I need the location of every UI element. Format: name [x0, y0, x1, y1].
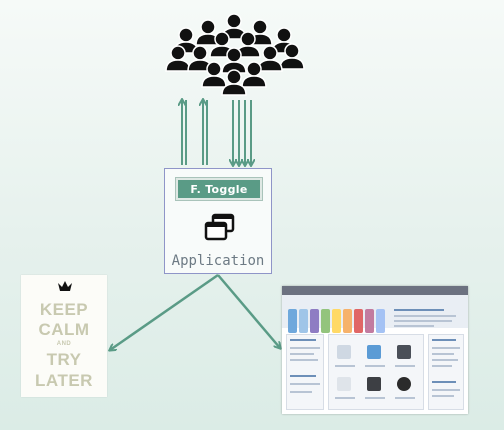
store-product-grid: [328, 334, 424, 410]
keep-calm-line-4: TRY: [46, 350, 82, 369]
product-thumbnail: [367, 377, 381, 391]
product-image: [332, 309, 341, 333]
application-box: F. Toggle Application: [164, 168, 272, 274]
arrow-to-keep-calm: [110, 273, 219, 350]
application-label: Application: [171, 253, 265, 269]
downward-arrows: [233, 100, 251, 165]
product-image: [310, 309, 319, 333]
product-image: [343, 309, 352, 333]
product-thumbnail: [367, 345, 381, 359]
keep-calm-line-1: KEEP: [39, 300, 89, 319]
store-right-column: [428, 334, 464, 410]
product-thumbnail: [337, 377, 351, 391]
store-sidebar: [286, 334, 324, 410]
store-top-bar: [282, 286, 468, 295]
product-image: [376, 309, 385, 333]
store-banner: [282, 295, 468, 333]
product-image: [288, 309, 297, 333]
feature-toggle-button[interactable]: F. Toggle: [175, 177, 263, 201]
product-image: [354, 309, 363, 333]
web-store-page-thumbnail: [282, 286, 468, 414]
keep-calm-line-3: AND: [56, 341, 72, 347]
arrow-to-store: [217, 274, 280, 348]
windows-icon: [204, 213, 235, 241]
keep-calm-line-2: CALM: [38, 320, 90, 339]
product-thumbnail: [397, 345, 411, 359]
keep-calm-card: KEEP CALM AND TRY LATER: [21, 275, 107, 397]
product-image: [321, 309, 330, 333]
store-banner-text: [394, 309, 460, 329]
product-thumbnail: [337, 345, 351, 359]
product-image: [365, 309, 374, 333]
crown-icon: [58, 281, 72, 291]
keep-calm-line-5: LATER: [35, 371, 93, 390]
upward-arrows: [182, 100, 208, 165]
product-thumbnail: [397, 377, 411, 391]
product-image: [299, 309, 308, 333]
